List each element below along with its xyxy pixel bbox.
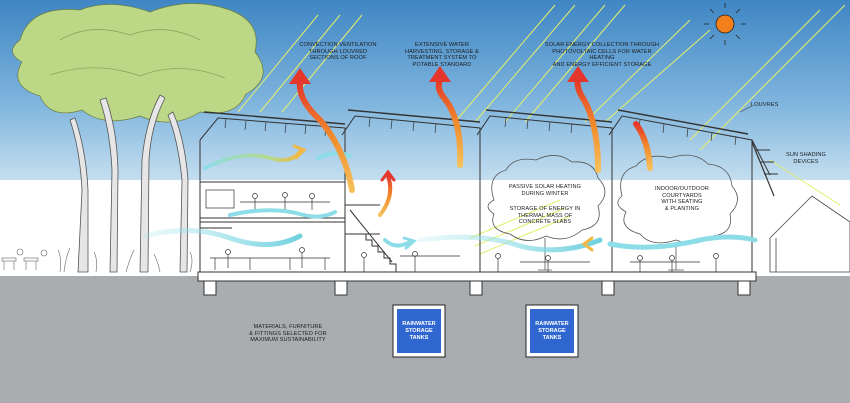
leader-lines [739,105,753,113]
tree-foliage [12,3,264,123]
label-passive-solar: PASSIVE SOLAR HEATING DURING WINTER [508,184,582,197]
label-solar-energy: SOLAR ENERGY COLLECTION THROUGH PHOTOVOL… [544,42,660,68]
neighbour-house [769,195,850,273]
cool-air-flows [142,144,758,253]
warm-air-arrowheads [289,66,589,84]
left-plants [57,247,193,273]
horizon-band [0,180,850,280]
label-louvres: LOUVRES [751,102,779,108]
rainwater-tank-1 [392,304,446,358]
tank-2-label: RAINWATER STORAGE TANKS [535,321,569,341]
building-section [197,109,778,296]
left-tables [1,248,48,270]
courtyard-tree-1 [487,155,606,271]
warm-air-exhaust [296,77,653,193]
solar-rays [237,4,846,255]
sun-icon [704,3,746,45]
label-convection-ventilation: CONVECTION VENTILATION THROUGH LOUVRED S… [299,42,377,62]
tank-1-label: RAINWATER STORAGE TANKS [402,321,436,341]
label-courtyards: INDOOR/OUTDOOR COURTYARDS WITH SEATING &… [655,186,709,212]
label-materials: MATERIALS, FURNITURE & FITTINGS SELECTED… [249,324,327,344]
label-thermal-mass: STORAGE OF ENERGY IN THERMAL MASS OF CON… [509,206,581,226]
rainwater-tank-2 [525,304,579,358]
label-sun-shading: SUN SHADING DEVICES [786,152,826,165]
label-water-harvesting: EXTENSIVE WATER HARVESTING, STORAGE & TR… [404,42,479,68]
